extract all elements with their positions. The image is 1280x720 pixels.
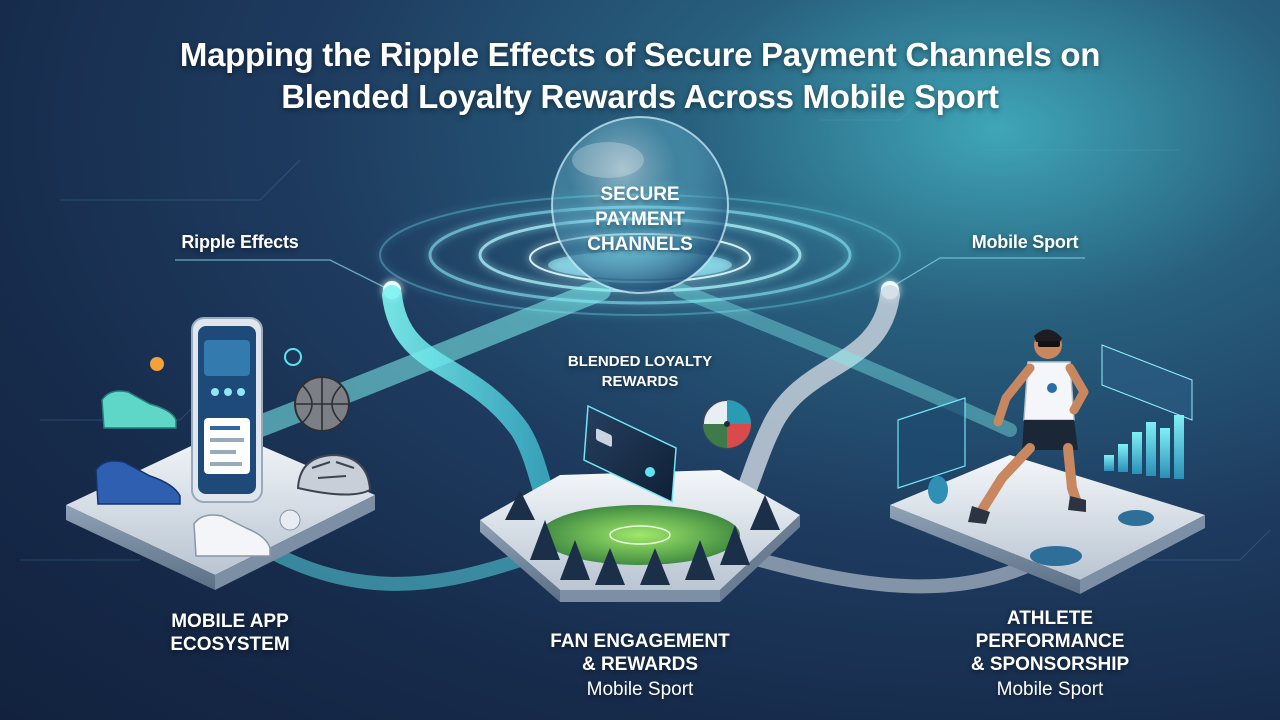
- title-line-2: Blended Loyalty Rewards Across Mobile Sp…: [281, 78, 999, 115]
- center-line-2: PAYMENT: [595, 209, 685, 230]
- chrome-ball-icon: [279, 509, 301, 531]
- smartphone-icon: [191, 317, 263, 503]
- platform-label-mobile-app: MOBILE APP ECOSYSTEM: [130, 610, 330, 656]
- platform-3-line-1: ATHLETE: [1006, 608, 1094, 629]
- platform-3-line-3: & SPONSORSHIP: [970, 654, 1130, 675]
- platform-3-line-2: PERFORMANCE: [975, 631, 1125, 652]
- stadium-crowd-icon: [505, 490, 780, 585]
- sneaker-icon: [95, 390, 271, 557]
- diagram-title: Mapping the Ripple Effects of Secure Pay…: [90, 34, 1190, 118]
- platform-stadium: [480, 470, 800, 602]
- blended-line-2: REWARDS: [601, 373, 679, 390]
- platform-2-line-2: & REWARDS: [581, 654, 699, 675]
- secure-payment-sphere: [548, 116, 732, 294]
- coin-icon: [150, 357, 164, 371]
- platform-label-athlete: ATHLETE PERFORMANCE & SPONSORSHIP Mobile…: [950, 607, 1150, 701]
- dashboard-panels: [897, 344, 1193, 489]
- blended-loyalty-label: BLENDED LOYALTY REWARDS: [540, 352, 740, 392]
- platform-1-line-2: ECOSYSTEM: [170, 634, 290, 655]
- center-line-1: SECURE: [600, 184, 680, 205]
- center-node-label: SECURE PAYMENT CHANNELS: [560, 182, 720, 257]
- athlete-icon: [968, 329, 1089, 524]
- center-line-3: CHANNELS: [587, 234, 693, 255]
- target-icon: [284, 348, 302, 366]
- platform-athlete: [890, 455, 1205, 594]
- platform-2-sub: Mobile Sport: [586, 679, 694, 700]
- platform-3-sub: Mobile Sport: [996, 679, 1104, 700]
- basketball-icon: [294, 376, 350, 432]
- credit-card-icon: [583, 404, 677, 504]
- helmet-icon: [296, 453, 372, 496]
- platform-2-line-1: FAN ENGAGEMENT: [550, 631, 730, 652]
- title-line-1: Mapping the Ripple Effects of Secure Pay…: [179, 36, 1101, 73]
- callout-ripple-effects: Ripple Effects: [181, 232, 299, 252]
- platform-label-fan-engagement: FAN ENGAGEMENT & REWARDS Mobile Sport: [520, 630, 760, 701]
- callout-lines: [175, 257, 1085, 291]
- bar-chart-icon: [1104, 415, 1184, 479]
- blended-line-1: BLENDED LOYALTY: [567, 353, 713, 370]
- platform-1-line-1: MOBILE APP: [171, 611, 289, 632]
- callout-mobile-sport: Mobile Sport: [971, 232, 1079, 252]
- prize-wheel-icon: [702, 399, 752, 449]
